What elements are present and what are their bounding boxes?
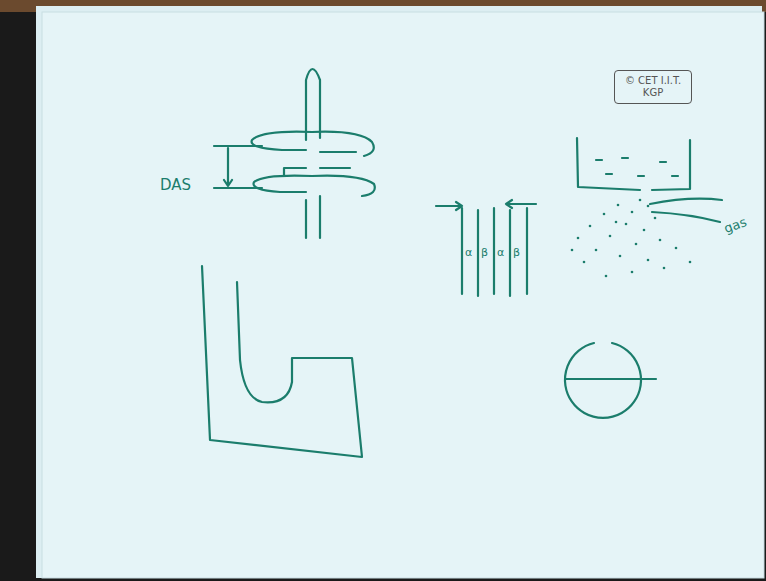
lower-arm (254, 176, 375, 196)
dendrite-trunk (306, 196, 320, 238)
lamella-lines (462, 208, 527, 296)
melt-dashes (596, 158, 678, 176)
mould-section (202, 266, 362, 457)
watermark-text: © CET I.I.T. KGP (615, 75, 691, 99)
circle-diameter (565, 378, 656, 380)
sketch-label: gas (722, 214, 749, 236)
gas-nozzle (650, 199, 722, 222)
mid-stub-right (320, 167, 350, 169)
paper-sheet (42, 12, 764, 578)
sketch-label: β (481, 246, 488, 259)
upper-arm (252, 132, 374, 156)
sketch-label: DAS (160, 176, 191, 194)
dendrite-tip (306, 69, 320, 140)
spray-dots (571, 199, 692, 278)
lamella-spacing (436, 200, 536, 210)
upper-arm-inner (320, 151, 356, 153)
sketch-label: α (465, 246, 472, 259)
ladle-outline (577, 138, 690, 190)
section-circle (565, 343, 641, 418)
sketch-label: β (513, 246, 520, 259)
sketch-label: α (497, 246, 504, 259)
spacing-dimension (214, 146, 262, 188)
watermark-box: © CET I.I.T. KGP (614, 70, 692, 104)
